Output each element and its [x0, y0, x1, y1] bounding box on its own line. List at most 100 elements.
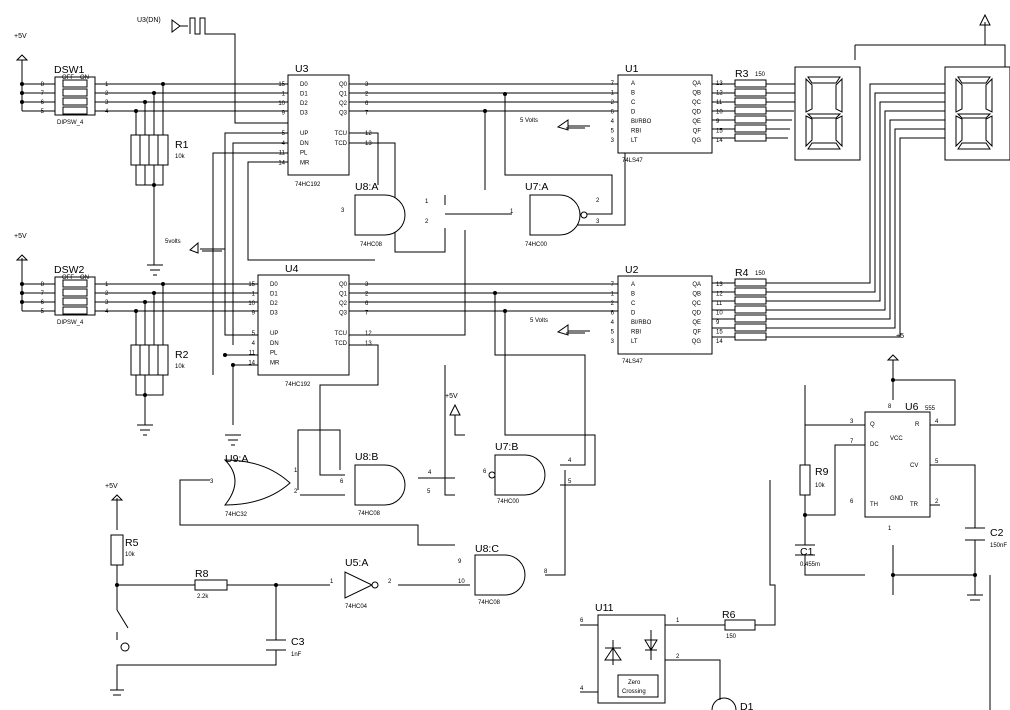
dsw1-out-num: 2 — [105, 91, 109, 97]
u3-pin-name: PL — [300, 151, 308, 157]
u3-pin-name: D0 — [300, 82, 308, 88]
dsw2-model: DIPSW_4 — [57, 320, 84, 326]
u2-pin-name: B — [631, 292, 635, 298]
u3-pin-num: 13 — [365, 141, 372, 147]
u6-ref: U6 — [905, 401, 919, 413]
u7a-pin-num: 2 — [596, 198, 600, 204]
r1-value: 10k — [175, 154, 186, 160]
vcc-label-3: +5V — [105, 483, 118, 490]
u4-pin-num: 15 — [248, 282, 255, 288]
u3-body — [287, 74, 350, 176]
u7a-pin-num: 1 — [510, 209, 514, 215]
u1-pin-num: 13 — [716, 81, 723, 87]
u5a-gate — [344, 571, 374, 599]
dsw1-pin-num: 6 — [41, 100, 45, 106]
u4-pin-num: 12 — [365, 331, 372, 337]
u7b-pin-num: 4 — [568, 458, 572, 464]
u4-pin-name: Q0 — [339, 282, 348, 288]
c2-ref: C2 — [990, 527, 1004, 539]
u2-pin-num: 11 — [716, 301, 723, 307]
u1-pin-name: QD — [692, 110, 702, 116]
u1-pin-num: 3 — [611, 138, 615, 144]
u2-pin-num: 3 — [611, 339, 615, 345]
u4-pin-name: MR — [270, 360, 280, 366]
svg-text:Zero: Zero — [628, 680, 641, 686]
u8c-pin-num: 8 — [544, 569, 548, 575]
u1-pin-name: C — [631, 100, 636, 106]
c3-capacitor — [266, 639, 286, 651]
svg-text:DC: DC — [870, 442, 879, 448]
r2-value: 10k — [175, 364, 186, 370]
u3-pin-num: 7 — [365, 111, 369, 117]
dsw2-out-num: 2 — [105, 291, 109, 297]
u2-pin-name: QF — [693, 330, 702, 336]
u1-pin-name: A — [631, 81, 635, 87]
u2-pin-num: 10 — [716, 311, 723, 317]
u1-pin-num: 6 — [611, 110, 615, 116]
u2-pin-num: 4 — [611, 320, 615, 326]
u8c-ref: U8:C — [475, 543, 499, 555]
u3-pin-name: Q3 — [339, 111, 348, 117]
u3-pin-num: 10 — [278, 101, 285, 107]
display-right — [944, 66, 1010, 161]
u8c-pin-num: 9 — [458, 559, 462, 565]
dsw1-pin-num: 7 — [41, 91, 45, 97]
u2-pin-name: QC — [692, 301, 702, 307]
u4-pin-name: D2 — [270, 301, 278, 307]
u3-pin-name: Q1 — [339, 92, 348, 98]
c3-value: 1nF — [291, 652, 302, 658]
u8b-pin-num: 5 — [427, 489, 431, 495]
u2-pin-num: 14 — [716, 339, 723, 345]
u1-pin-name: QG — [692, 138, 702, 144]
u3-pin-name: Q2 — [339, 101, 348, 107]
u3-pin-num: 3 — [365, 82, 369, 88]
u3-pin-name: UP — [300, 131, 308, 137]
u3-pin-name: TCD — [335, 141, 348, 147]
u6-pin-num: 6 — [850, 499, 854, 505]
u8a-pin-num: 3 — [341, 208, 345, 214]
u3-pin-num: 9 — [282, 111, 286, 117]
c1-value: 0.455m — [800, 562, 820, 568]
u5a-pin-num: 2 — [388, 579, 392, 585]
labels: +5V +5V +5V +5V +5 U3(DN) 5 Volts 5 Volt… — [14, 17, 1007, 710]
u7b-gate — [494, 454, 546, 496]
vcc-label-1: +5V — [14, 33, 27, 40]
u8b-gate — [354, 464, 406, 506]
u2-pin-num: 13 — [716, 282, 723, 288]
dsw1-model: DIPSW_4 — [57, 120, 84, 126]
r9-ref: R9 — [815, 466, 829, 478]
u1-body — [617, 74, 713, 154]
u1-pin-num: 7 — [611, 81, 615, 87]
u5a-ref: U5:A — [345, 557, 368, 569]
u4-body — [257, 274, 350, 376]
u8a-pin-num: 1 — [425, 199, 429, 205]
u9a-pin-num: 3 — [210, 479, 214, 485]
u1-pin-num: 14 — [716, 138, 723, 144]
r8-ref: R8 — [195, 568, 209, 580]
u3-pin-name: D2 — [300, 101, 308, 107]
u6-pin-num: 8 — [888, 404, 892, 410]
r3-ref: R3 — [735, 68, 749, 80]
u8b-ref: U8:B — [355, 451, 378, 463]
r5-resistor — [110, 534, 124, 566]
u2-pin-num: 2 — [611, 301, 615, 307]
u3-pin-num: 5 — [282, 131, 286, 137]
u3-model: 74HC192 — [295, 182, 321, 188]
u11-pin-num: 4 — [580, 686, 584, 692]
u9a-pin-num: 1 — [294, 468, 298, 474]
svg-text:Q: Q — [870, 422, 875, 428]
u2-pin-name: A — [631, 282, 635, 288]
u7a-pin-num: 3 — [596, 219, 600, 225]
u4-pin-name: TCD — [335, 341, 348, 347]
u4-pin-name: PL — [270, 351, 278, 357]
c1-capacitor — [795, 544, 815, 556]
clock-label: U3(DN) — [137, 17, 161, 24]
r4-value: 150 — [755, 271, 766, 277]
u11-pin-num: 6 — [580, 618, 584, 624]
dsw1-pin-num: 5 — [41, 109, 45, 115]
d1-diode — [711, 697, 737, 710]
dsw1-pin-num: 8 — [41, 82, 45, 88]
vcc-label-5: +5 — [896, 333, 904, 340]
svg-text:TH: TH — [870, 502, 878, 508]
